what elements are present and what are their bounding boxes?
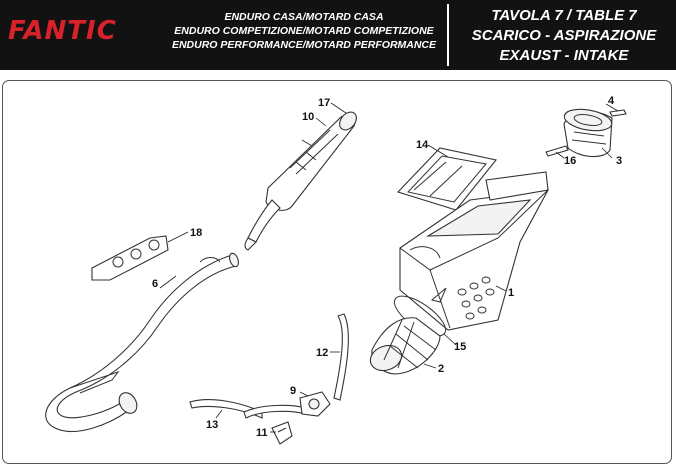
fantic-logo: FANTIC — [8, 16, 117, 46]
intake-boot — [369, 317, 441, 375]
callout-15: 15 — [454, 341, 466, 353]
table-title: TAVOLA 7 / TABLE 7 SCARICO - ASPIRAZIONE… — [452, 6, 676, 66]
diagram-frame — [2, 80, 672, 464]
silencer — [244, 111, 357, 251]
table-title-line-1: TAVOLA 7 / TABLE 7 — [491, 7, 637, 24]
callout-16: 16 — [564, 155, 576, 167]
airbox-lid — [396, 147, 497, 211]
table-title-line-2: SCARICO - ASPIRAZIONE — [471, 27, 657, 44]
bracket — [271, 421, 293, 445]
exhaust-header-pipe — [45, 252, 240, 432]
brand-logo-text: FANTIC — [8, 16, 117, 46]
table-title-line-3: EXAUST - INTAKE — [499, 47, 629, 64]
callout-12: 12 — [316, 347, 328, 359]
leader-lines — [159, 102, 619, 433]
model-line-2: ENDURO COMPETIZIONE/MOTARD COMPETIZIONE — [174, 25, 434, 37]
callout-2: 2 — [438, 363, 444, 375]
callout-18: 18 — [190, 227, 202, 239]
heat-shield — [91, 235, 169, 281]
callout-17: 17 — [318, 97, 330, 109]
callout-3: 3 — [616, 155, 622, 167]
callout-10: 10 — [302, 111, 314, 123]
header-bar: FANTIC ENDURO CASA/MOTARD CASA ENDURO CO… — [0, 0, 676, 70]
valve — [299, 391, 331, 417]
callout-14: 14 — [416, 139, 429, 151]
callout-4: 4 — [608, 95, 615, 107]
airbox-body — [399, 171, 549, 331]
callout-9: 9 — [290, 385, 296, 397]
callout-1: 1 — [508, 287, 514, 299]
model-list: ENDURO CASA/MOTARD CASA ENDURO COMPETIZI… — [168, 10, 440, 52]
model-line-3: ENDURO PERFORMANCE/MOTARD PERFORMANCE — [171, 39, 437, 51]
callout-13: 13 — [206, 419, 218, 431]
callout-6: 6 — [152, 278, 158, 290]
hose — [189, 399, 307, 419]
header-separator — [447, 4, 449, 66]
breather-hose — [333, 313, 349, 401]
callout-numbers: 1 2 3 4 6 9 10 11 12 13 14 15 16 17 18 — [152, 95, 622, 439]
air-filter — [545, 108, 627, 158]
model-line-1: ENDURO CASA/MOTARD CASA — [224, 11, 384, 23]
callout-11: 11 — [256, 427, 268, 439]
